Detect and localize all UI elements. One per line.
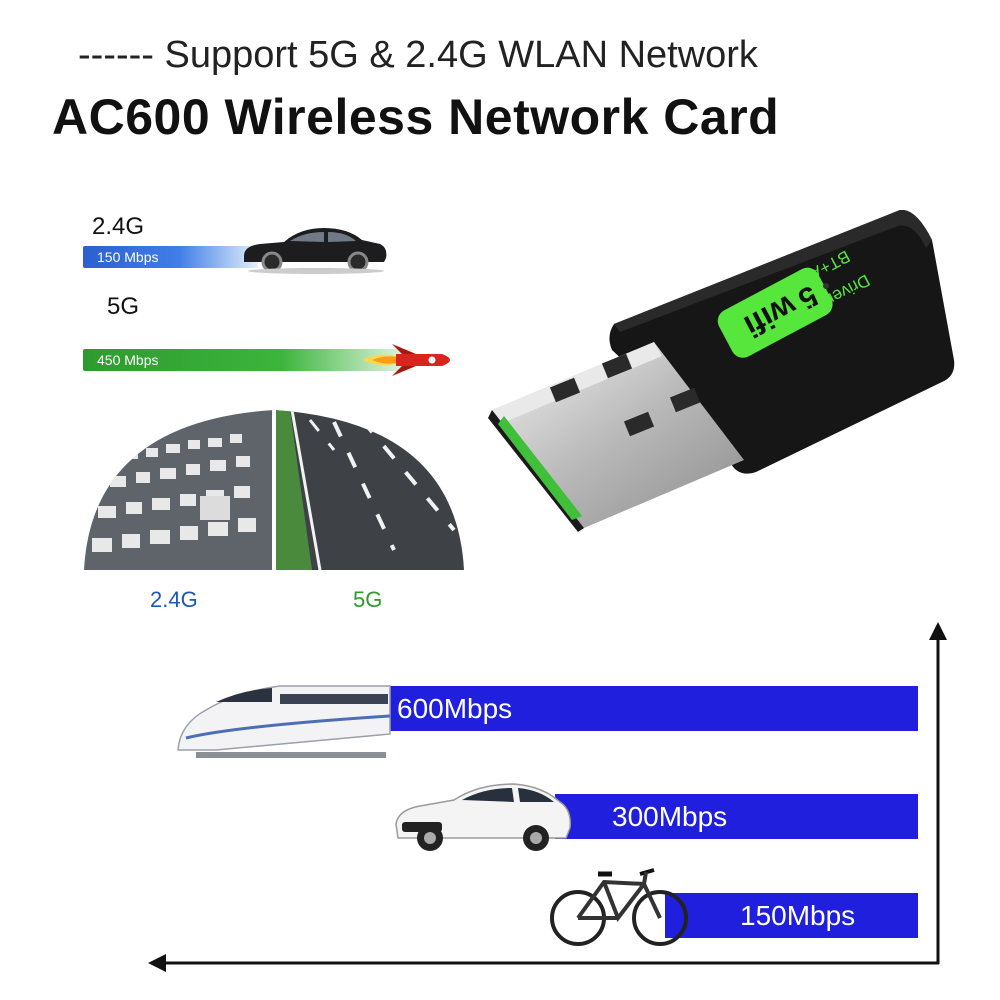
speed-label-600: 600Mbps — [397, 693, 513, 724]
bicycle-icon — [550, 868, 688, 946]
road-comparison-image — [84, 410, 464, 570]
band-5-label: 5G — [107, 293, 140, 320]
rocket-icon — [362, 344, 450, 376]
speed-axis — [148, 622, 947, 972]
subtitle: ------ Support 5G & 2.4G WLAN Network — [78, 34, 758, 76]
band-24-speed-label: 150 Mbps — [97, 249, 159, 265]
usb-dongle-image: wifi 5 BT+AC600 Driver Free — [488, 210, 955, 532]
band-24-label: 2.4G — [92, 213, 145, 240]
band-5-speed-label: 450 Mbps — [97, 352, 159, 368]
road-caption-24: 2.4G — [150, 587, 198, 612]
speed-bar-600: 600Mbps — [320, 686, 918, 731]
speed-bar-300: 300Mbps — [555, 794, 918, 839]
page-title: AC600 Wireless Network Card — [52, 89, 780, 145]
road-caption-5: 5G — [353, 587, 383, 612]
car-icon — [395, 783, 572, 851]
sedan-icon — [244, 228, 387, 274]
train-icon — [177, 685, 391, 758]
speed-bar-150: 150Mbps — [665, 893, 918, 938]
band-24-speed-bar: 150 Mbps — [83, 246, 258, 268]
speed-label-150: 150Mbps — [740, 900, 856, 931]
speed-label-300: 300Mbps — [612, 801, 728, 832]
band-5-speed-bar: 450 Mbps — [83, 349, 413, 371]
